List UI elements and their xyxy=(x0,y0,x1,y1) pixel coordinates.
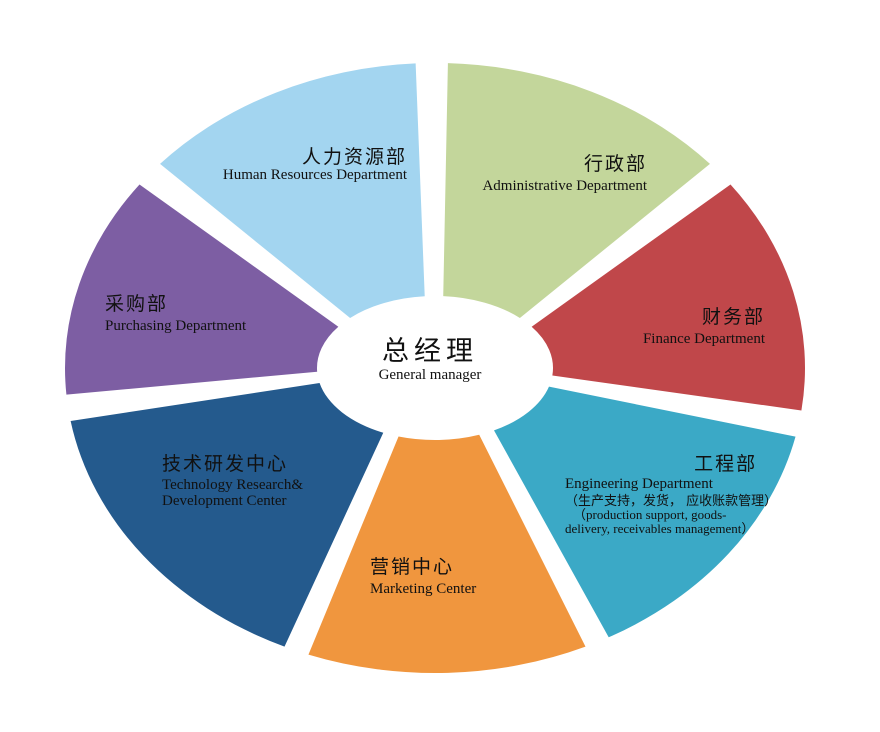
gm-zh: 总经理 xyxy=(382,336,478,367)
segment-finance xyxy=(531,184,806,411)
center-gm: 总经理 General manager xyxy=(350,336,510,384)
dept-admin: 行政部 Administrative Department xyxy=(482,153,647,195)
dept-purchasing-en: Purchasing Department xyxy=(105,317,247,334)
dept-finance-zh: 财务部 xyxy=(701,306,765,328)
dept-tech: 技术研发中心 Technology Research& Development … xyxy=(162,453,303,509)
dept-marketing-zh: 营销中心 xyxy=(370,556,455,578)
dept-engineering-zh: 工程部 xyxy=(694,453,758,475)
dept-engineering: 工程部 Engineering Department （生产支持，发货， 应收账… xyxy=(565,453,778,536)
dept-admin-en: Administrative Department xyxy=(482,177,647,194)
dept-hr-en: Human Resources Department xyxy=(222,166,407,183)
dept-tech-en: Technology Research& xyxy=(162,476,303,493)
dept-hr: 人力资源部 Human Resources Department xyxy=(222,146,407,184)
dept-engineering-note-en1: （production support, goods- xyxy=(573,507,727,523)
segment-purchasing xyxy=(65,184,339,395)
dept-finance: 财务部 Finance Department xyxy=(642,306,765,348)
segment-hr xyxy=(160,63,425,318)
dept-engineering-en: Engineering Department xyxy=(565,475,713,492)
segment-engineering xyxy=(494,386,796,638)
segment-tech xyxy=(70,382,384,647)
dept-admin-zh: 行政部 xyxy=(583,153,647,175)
dept-tech-en2: Development Center xyxy=(162,492,287,509)
segment-marketing xyxy=(308,434,586,673)
dept-purchasing-zh: 采购部 xyxy=(105,293,169,315)
dept-marketing: 营销中心 Marketing Center xyxy=(370,556,477,598)
dept-engineering-note-zh: （生产支持，发货， 应收账款管理） xyxy=(565,493,778,509)
dept-purchasing: 采购部 Purchasing Department xyxy=(105,293,247,335)
dept-hr-zh: 人力资源部 xyxy=(301,146,407,168)
dept-finance-en: Finance Department xyxy=(642,330,765,347)
dept-engineering-note-en2: delivery, receivables management） xyxy=(565,520,755,536)
dept-tech-zh: 技术研发中心 xyxy=(162,453,289,475)
gm-en: General manager xyxy=(378,367,482,384)
dept-marketing-en: Marketing Center xyxy=(370,580,477,597)
segment-admin xyxy=(443,63,710,318)
